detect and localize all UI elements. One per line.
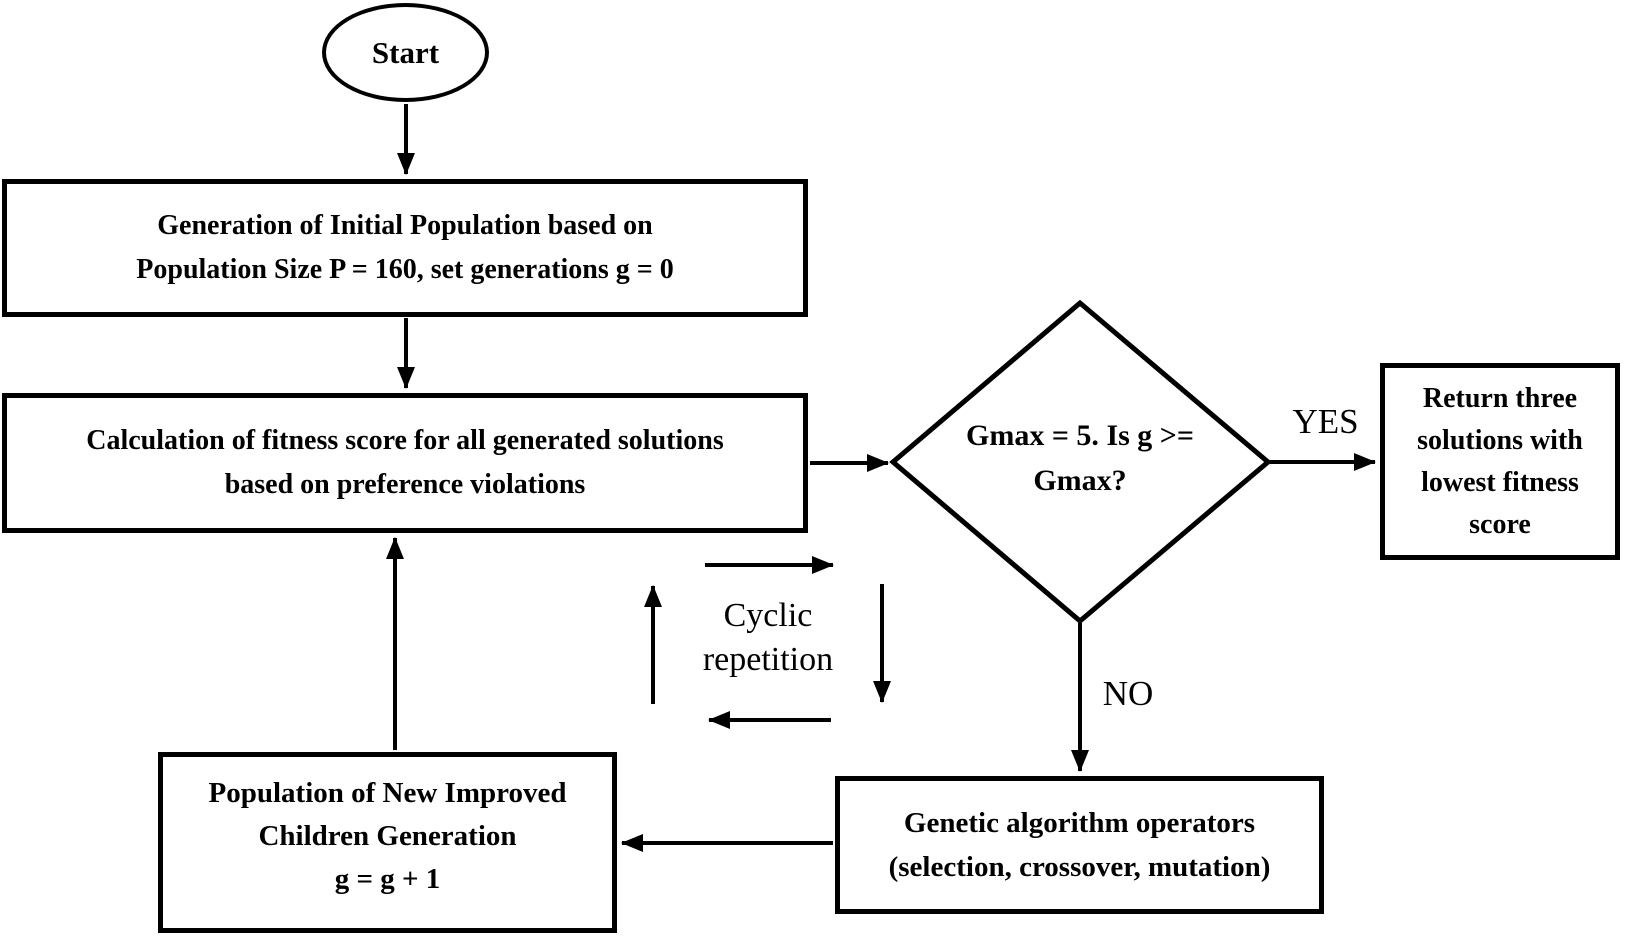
return-solutions-line: solutions with	[1417, 424, 1583, 456]
new-population-node: Population of New Improved Children Gene…	[158, 752, 617, 933]
gmax-decision-line: Gmax = 5.	[966, 419, 1099, 452]
genetic-operators-line: (selection, crossover, mutation)	[888, 851, 1271, 883]
return-solutions-line: lowest fitness	[1421, 466, 1579, 498]
initial-population-line: Generation of Initial Population based o…	[157, 210, 653, 241]
yes-edge-label: YES	[1292, 402, 1359, 441]
no-edge-label: NO	[1102, 674, 1154, 713]
fitness-calculation-node: Calculation of fitness score for all gen…	[2, 393, 808, 533]
gmax-decision-node: Gmax = 5. Is g >= Gmax?	[930, 413, 1230, 503]
return-solutions-line: Return three	[1422, 382, 1578, 414]
initial-population-line: Population Size P = 160, set generations…	[136, 254, 674, 285]
fitness-calculation-line: based on preference violations	[224, 469, 586, 500]
return-solutions-line: score	[1469, 508, 1531, 540]
return-solutions-node: Return three solutions with lowest fitne…	[1380, 363, 1620, 560]
initial-population-node: Generation of Initial Population based o…	[2, 179, 808, 317]
cyclic-repetition-annotation: Cyclic repetition	[658, 594, 878, 682]
start-node: Start	[322, 3, 489, 102]
decision-diamond	[889, 299, 1272, 625]
new-population-line: Children Generation	[258, 820, 517, 852]
gmax-decision-line: Is g >= Gmax?	[1033, 419, 1194, 497]
cyclic-repetition-line: Cyclic	[723, 597, 813, 634]
fitness-calculation-line: Calculation of fitness score for all gen…	[86, 425, 724, 456]
genetic-operators-node: Genetic algorithm operators (selection, …	[835, 776, 1324, 914]
start-label: Start	[371, 34, 440, 70]
cyclic-repetition-line: repetition	[702, 641, 834, 678]
genetic-operators-line: Genetic algorithm operators	[903, 807, 1256, 839]
new-population-line: Population of New Improved	[208, 777, 567, 809]
new-population-line: g = g + 1	[334, 863, 441, 895]
